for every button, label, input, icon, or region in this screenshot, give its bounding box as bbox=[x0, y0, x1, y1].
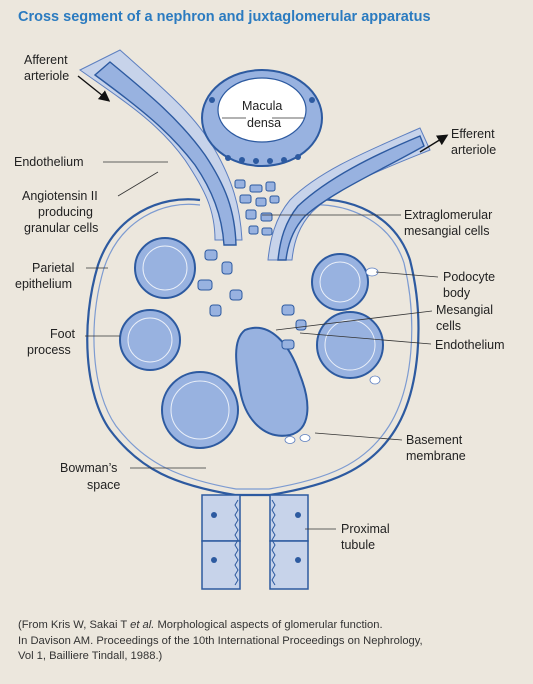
label-endothelium-left: Endothelium bbox=[14, 155, 84, 169]
caption-line-1-end: Morphological aspects of glomerular func… bbox=[154, 619, 383, 631]
afferent-arteriole bbox=[79, 49, 243, 246]
figure-caption: (From Kris W, Sakai T et al. Morphologic… bbox=[18, 618, 523, 665]
caption-line-1: (From Kris W, Sakai T et al. Morphologic… bbox=[18, 618, 523, 634]
caption-line-3: Vol 1, Bailliere Tindall, 1988.) bbox=[18, 650, 163, 662]
macula-densa bbox=[201, 69, 323, 167]
caption-line-1-start: (From Kris W, Sakai T bbox=[18, 619, 131, 631]
label-angiotensin-3: granular cells bbox=[24, 221, 98, 235]
label-afferent-1: Afferent bbox=[24, 53, 68, 67]
afferent-arrow bbox=[77, 75, 111, 102]
leader-lines bbox=[85, 117, 439, 530]
caption-line-1-italic: et al. bbox=[130, 619, 155, 631]
label-macula-1: Macula bbox=[242, 99, 282, 113]
proximal-tubule bbox=[201, 494, 309, 590]
label-proximal-1: Proximal bbox=[341, 522, 390, 536]
label-efferent-2: arteriole bbox=[451, 143, 496, 157]
caption-line-2: In Davison AM. Proceedings of the 10th I… bbox=[18, 634, 423, 647]
label-bowman-2: space bbox=[87, 478, 120, 492]
figure-title: Cross segment of a nephron and juxtaglom… bbox=[18, 9, 431, 25]
podocyte-bodies bbox=[284, 267, 381, 444]
label-podocyte-1: Podocyte bbox=[443, 270, 495, 284]
label-basement-1: Basement bbox=[406, 433, 463, 447]
extraglomerular-mesangium bbox=[234, 179, 280, 236]
label-endothelium-right: Endothelium bbox=[435, 338, 505, 352]
label-parietal-1: Parietal bbox=[32, 261, 74, 275]
efferent-arrow bbox=[419, 134, 449, 153]
label-extraglomerular-1: Extraglomerular bbox=[404, 208, 492, 222]
label-podocyte-2: body bbox=[443, 286, 471, 300]
label-afferent-2: arteriole bbox=[24, 69, 69, 83]
label-foot-2: process bbox=[27, 343, 71, 357]
label-angiotensin-1: Angiotensin II bbox=[22, 189, 98, 203]
label-angiotensin-2: producing bbox=[38, 205, 93, 219]
label-macula-2: densa bbox=[247, 116, 281, 130]
efferent-arteriole bbox=[267, 127, 431, 261]
label-mesangial-2: cells bbox=[436, 319, 461, 333]
label-foot-1: Foot bbox=[50, 327, 76, 341]
label-basement-2: membrane bbox=[406, 449, 466, 463]
label-parietal-2: epithelium bbox=[15, 277, 72, 291]
label-bowman-1: Bowman’s bbox=[60, 461, 117, 475]
label-proximal-2: tubule bbox=[341, 538, 375, 552]
label-extraglomerular-2: mesangial cells bbox=[404, 224, 489, 238]
label-efferent-1: Efferent bbox=[451, 127, 495, 141]
label-mesangial-1: Mesangial bbox=[436, 303, 493, 317]
